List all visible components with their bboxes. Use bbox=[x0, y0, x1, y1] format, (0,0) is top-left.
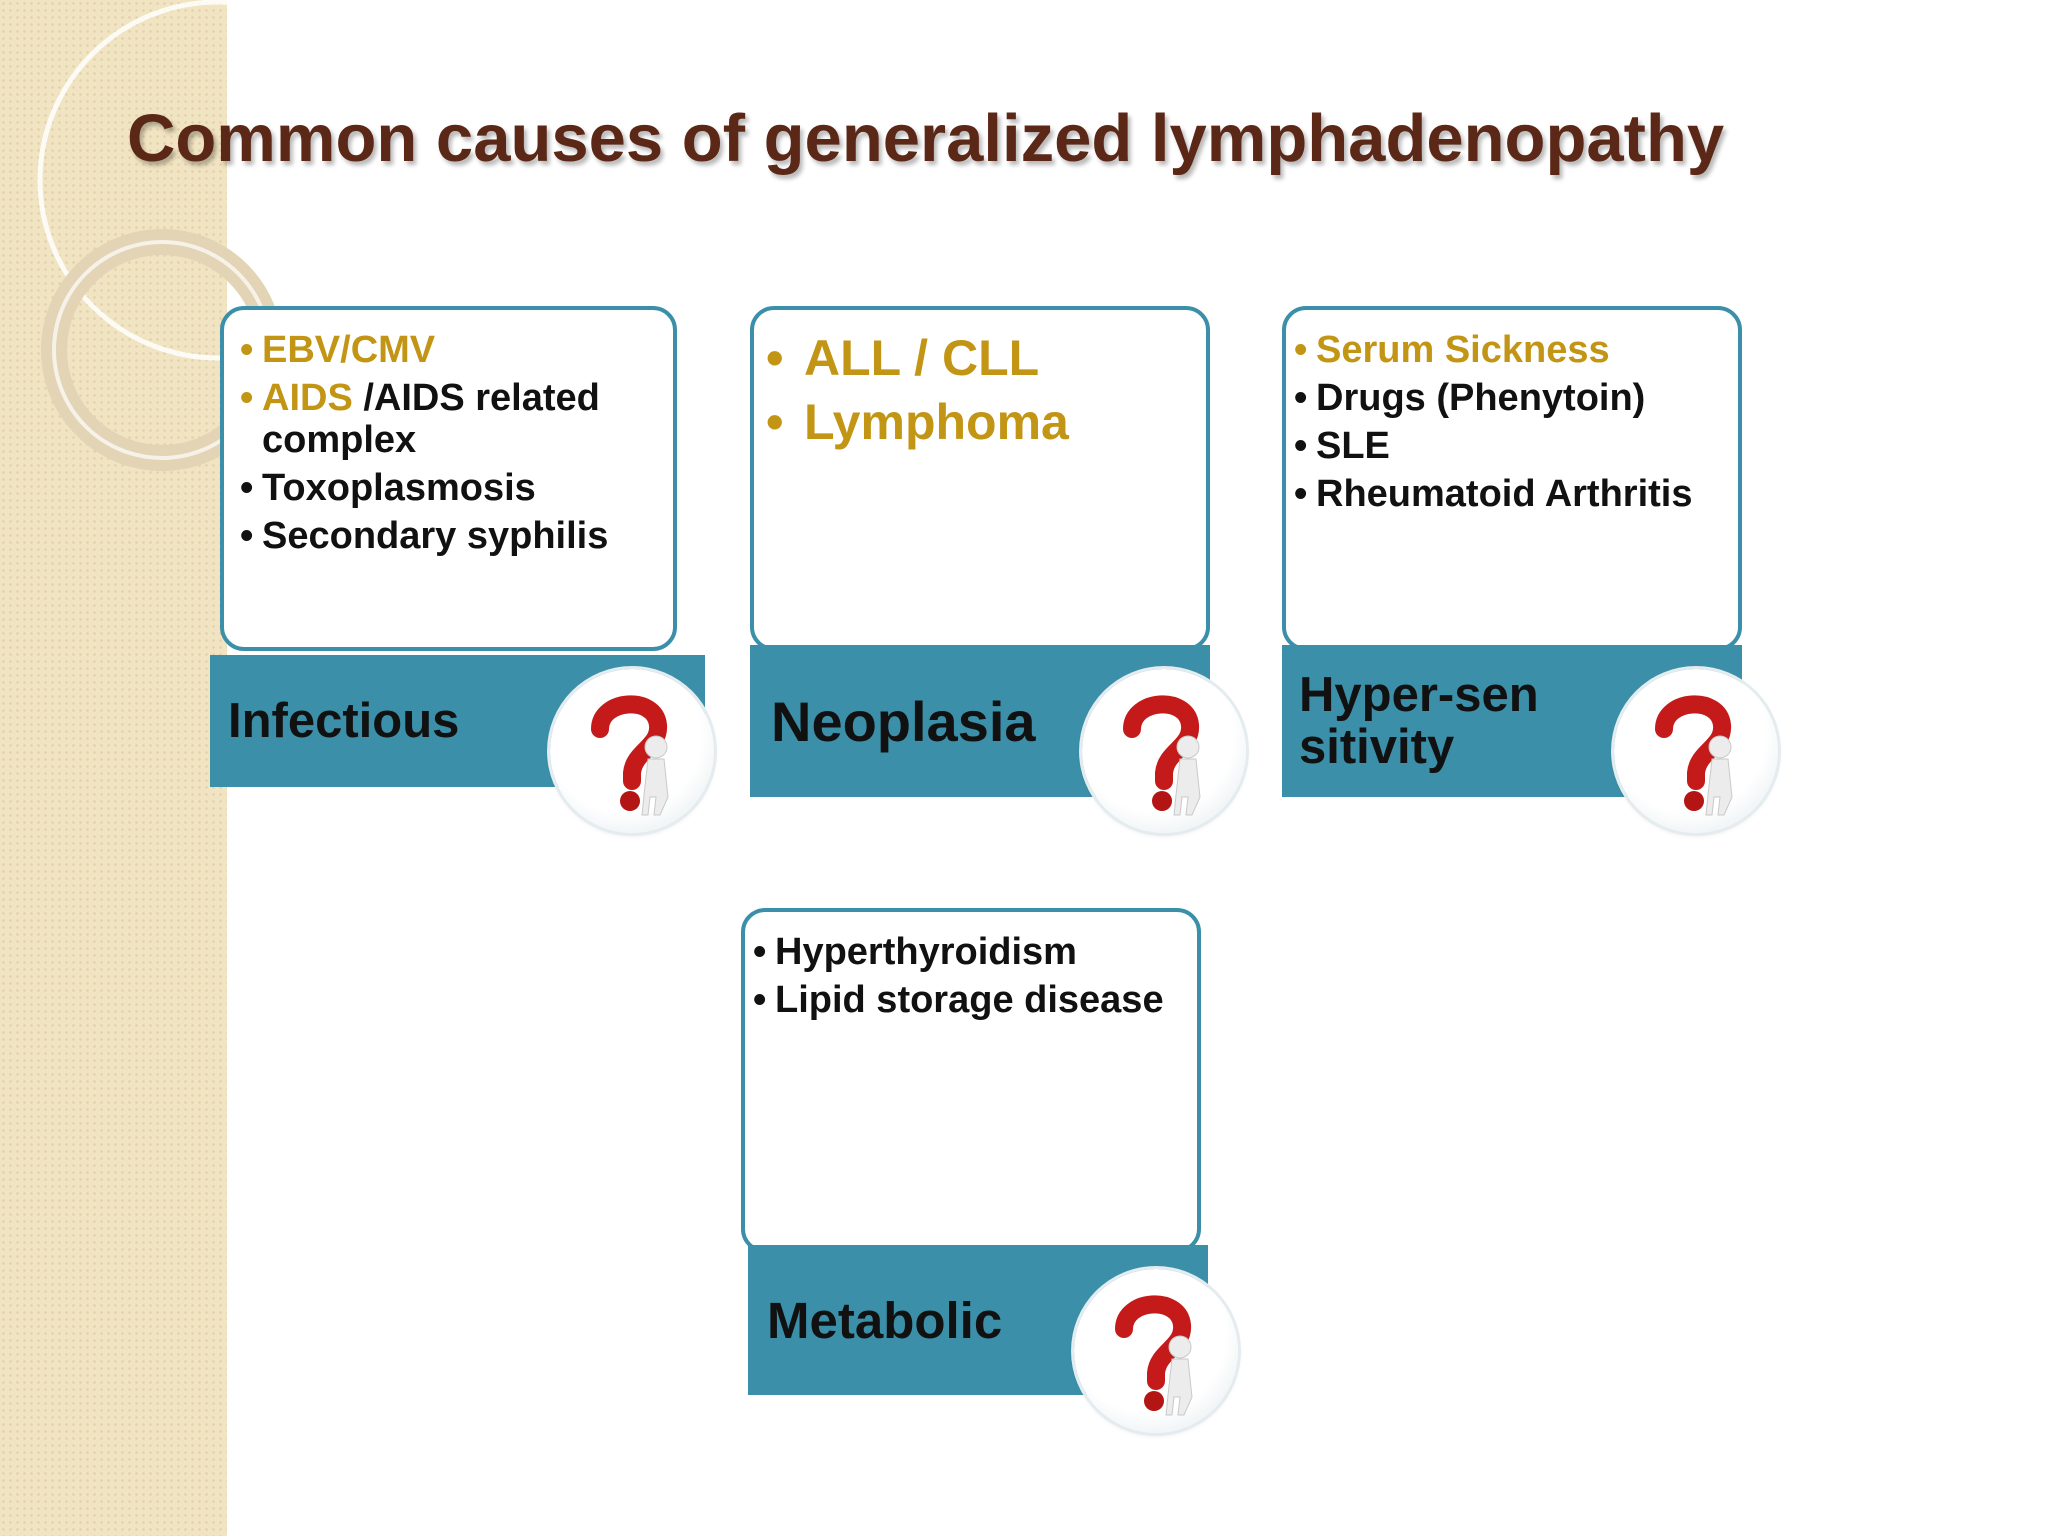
hypersensitivity-list: Serum Sickness Drugs (Phenytoin) SLE Rhe… bbox=[1286, 329, 1728, 515]
question-mark-figure-icon bbox=[1614, 669, 1778, 833]
metabolic-card: Hyperthyroidism Lipid storage disease bbox=[741, 908, 1201, 1253]
list-item: EBV/CMV bbox=[232, 329, 659, 371]
list-item: Toxoplasmosis bbox=[232, 467, 659, 509]
question-mark-figure-icon bbox=[550, 669, 714, 833]
list-item: Secondary syphilis bbox=[232, 515, 659, 557]
list-item: Serum Sickness bbox=[1286, 329, 1728, 371]
list-item: SLE bbox=[1286, 425, 1728, 467]
list-item: Lymphoma bbox=[754, 394, 1196, 450]
list-item: Drugs (Phenytoin) bbox=[1286, 377, 1728, 419]
infectious-card: EBV/CMV AIDS /AIDS related complex Toxop… bbox=[220, 306, 677, 651]
list-item: Rheumatoid Arthritis bbox=[1286, 473, 1728, 515]
question-mark-figure-icon bbox=[1082, 669, 1246, 833]
question-mark-figure-icon bbox=[1074, 1269, 1238, 1433]
infectious-list: EBV/CMV AIDS /AIDS related complex Toxop… bbox=[232, 329, 659, 557]
neoplasia-card: ALL / CLL Lymphoma bbox=[750, 306, 1210, 651]
hypersensitivity-card: Serum Sickness Drugs (Phenytoin) SLE Rhe… bbox=[1282, 306, 1742, 651]
list-item: Lipid storage disease bbox=[745, 979, 1187, 1021]
metabolic-list: Hyperthyroidism Lipid storage disease bbox=[745, 931, 1187, 1021]
list-item: Hyperthyroidism bbox=[745, 931, 1187, 973]
neoplasia-list: ALL / CLL Lymphoma bbox=[754, 330, 1196, 450]
slide-title: Common causes of generalized lymphadenop… bbox=[127, 101, 1725, 176]
list-item: ALL / CLL bbox=[754, 330, 1196, 386]
list-item: AIDS /AIDS related complex bbox=[232, 377, 659, 461]
